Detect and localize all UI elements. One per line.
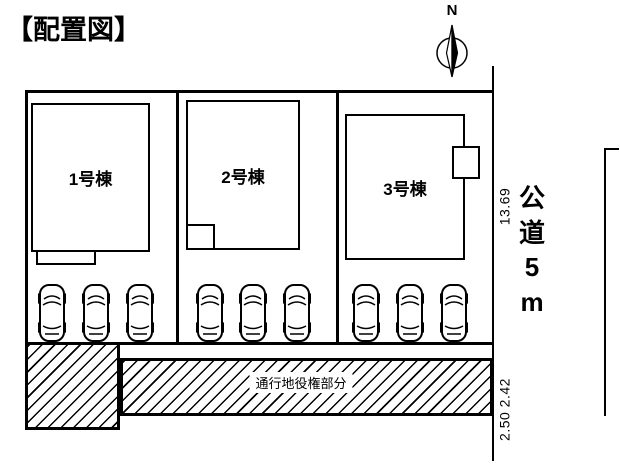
building-1-entrance: [36, 250, 96, 265]
car-icon: [238, 284, 268, 342]
car-icon: [351, 284, 381, 342]
building-2-entrance: [186, 224, 215, 250]
car-icon: [37, 284, 67, 342]
lot-divider-1: [176, 90, 179, 345]
road-label-char: 5: [524, 252, 540, 283]
building-3-annex: [452, 146, 480, 179]
dimension-frontage: 13.69: [496, 187, 513, 226]
compass-needle-icon: [436, 24, 468, 78]
road-label-char: m: [520, 286, 544, 317]
car-icon: [125, 284, 155, 342]
dimension-lower: 2.50 2.42: [496, 378, 513, 441]
building-3: 3号棟: [345, 114, 465, 260]
car-icon: [395, 284, 425, 342]
building-2-label: 2号棟: [221, 167, 265, 187]
north-label: N: [446, 2, 458, 19]
car-icon: [282, 284, 312, 342]
road-far-edge-tick: [604, 148, 619, 150]
building-3-label: 3号棟: [383, 179, 427, 199]
plot-boundary: [25, 90, 493, 345]
building-1-label: 1号棟: [68, 170, 113, 189]
road-far-edge-line: [604, 148, 606, 416]
compass: N: [432, 2, 472, 83]
road-label: 公 道 5 m: [514, 184, 550, 316]
easement-label: 通行地役権部分: [249, 372, 353, 393]
building-1: 1号棟: [31, 103, 150, 252]
road-label-char: 公: [518, 183, 545, 213]
page-title: 【配置図】: [6, 15, 141, 45]
road-boundary-line: [492, 66, 494, 461]
car-icon: [81, 284, 111, 342]
car-icon: [195, 284, 225, 342]
lot-divider-2: [336, 90, 339, 345]
easement-area-left: [25, 342, 120, 430]
car-icon: [439, 284, 469, 342]
road-label-char: 道: [518, 217, 545, 248]
